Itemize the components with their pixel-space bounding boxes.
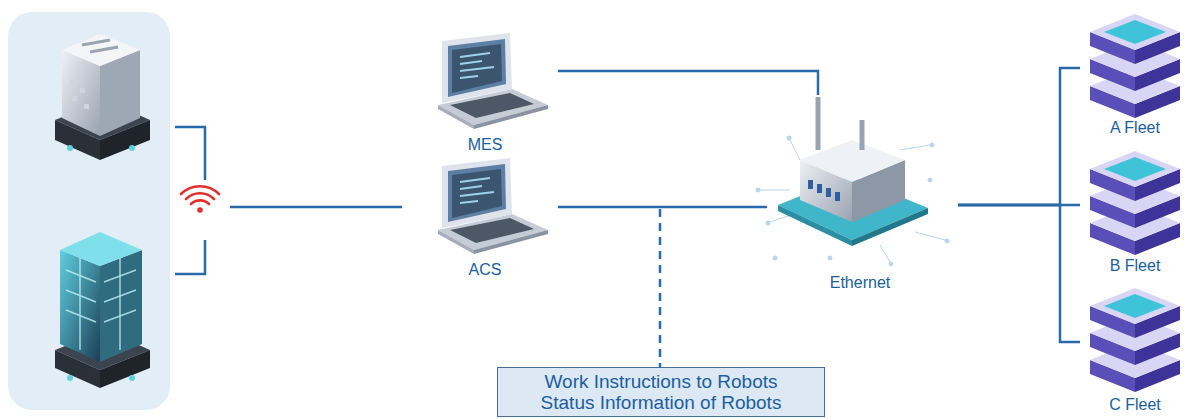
network-link <box>558 206 767 209</box>
callout-text: Work Instructions to Robots <box>506 371 816 392</box>
icon-node: Ethernet <box>767 95 953 292</box>
node-label: B Fleet <box>1082 257 1188 275</box>
callout-text: Status Information of Robots <box>506 392 816 413</box>
icon-node: B Fleet <box>1082 149 1188 275</box>
callout-box: Work Instructions to RobotsStatus Inform… <box>497 367 825 417</box>
node-label: ACS <box>412 261 558 279</box>
node-label: Ethernet <box>767 274 953 292</box>
icon-node: C Fleet <box>1082 286 1188 414</box>
network-link <box>958 68 1080 205</box>
node-label: C Fleet <box>1082 396 1188 414</box>
icon-node: MES <box>412 30 558 154</box>
network-link <box>558 71 818 95</box>
icon-node: ACS <box>412 156 558 279</box>
icon-node: A Fleet <box>1082 12 1188 137</box>
node-label: A Fleet <box>1082 119 1188 137</box>
node-label: MES <box>412 136 558 154</box>
network-link <box>958 205 1080 342</box>
